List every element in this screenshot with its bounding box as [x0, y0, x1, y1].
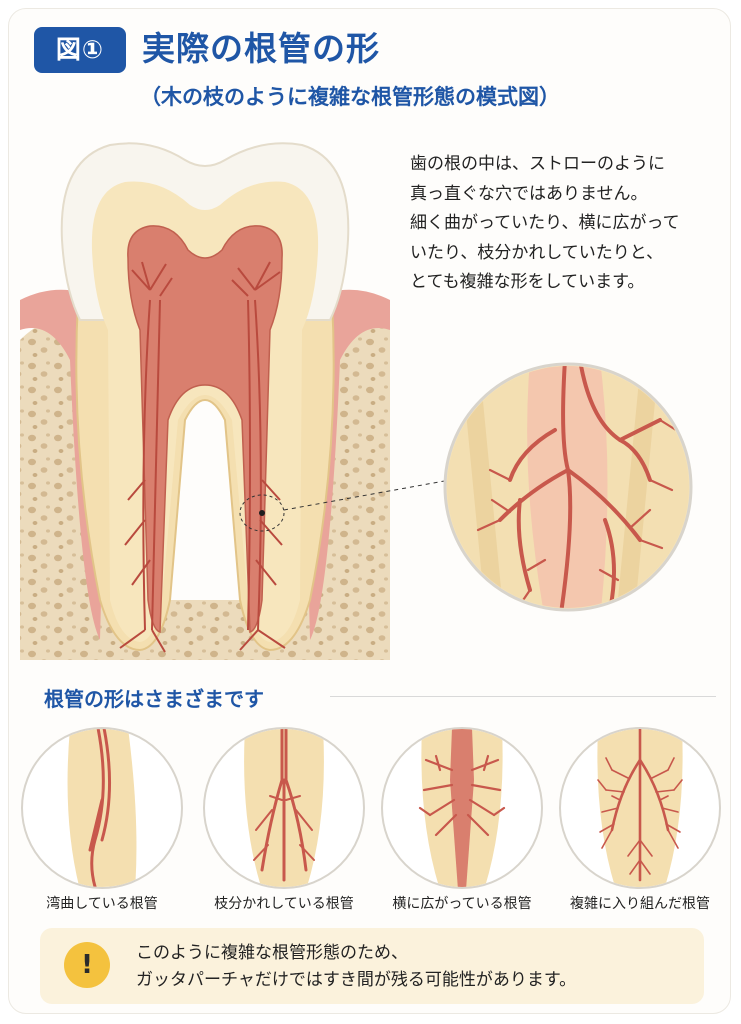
variants-heading: 根管の形はさまざまです — [44, 687, 264, 711]
dentin — [91, 181, 319, 642]
section-divider — [330, 696, 716, 697]
note-line: ガッタパーチャだけではすき間が残る可能性があります。 — [136, 970, 577, 990]
description-line: いたり、枝分かれしていたりと、 — [410, 242, 664, 263]
variant-curved — [21, 727, 183, 889]
zoom-origin-dot — [259, 510, 265, 516]
figure-badge: 図① — [34, 27, 126, 73]
description-line: 歯の根の中は、ストローのように — [410, 154, 665, 174]
variant-label-branched: 枝分かれしている根管 — [214, 896, 354, 912]
page-subtitle: （木の枝のように複雑な根管形態の模式図） — [140, 85, 560, 109]
canal-branches — [119, 261, 286, 653]
description-text: 歯の根の中は、ストローのように 真っ直ぐな穴ではありません。 細く曲がっていたり… — [410, 150, 728, 298]
variant-lateral — [381, 727, 543, 889]
zoom-origin-ring — [239, 494, 285, 532]
warning-note: ! このように複雑な根管形態のため、 ガッタパーチャだけではすき間が残る可能性が… — [40, 928, 704, 1004]
warning-note-text: このように複雑な根管形態のため、 ガッタパーチャだけではすき間が残る可能性があり… — [136, 940, 576, 994]
description-line: 真っ直ぐな穴ではありません。 — [410, 183, 648, 204]
variant-label-curved: 湾曲している根管 — [46, 896, 158, 912]
variant-branched — [203, 727, 365, 889]
zoom-detail-circle — [443, 362, 693, 612]
exclamation-icon: ! — [64, 942, 110, 988]
pulp-chamber — [127, 225, 283, 633]
variant-label-intricate: 複雑に入り組んだ根管 — [570, 896, 710, 912]
tooth-cross-section — [20, 142, 390, 660]
note-line: このように複雑な根管形態のため、 — [136, 943, 408, 963]
variant-label-lateral: 横に広がっている根管 — [392, 896, 532, 912]
page-title: 実際の根管の形 — [142, 29, 380, 68]
bone-base — [20, 600, 390, 660]
variant-intricate — [559, 727, 721, 889]
description-line: 細く曲がっていたり、横に広がって — [410, 213, 680, 233]
description-line: とても複雑な形をしています。 — [410, 272, 645, 292]
